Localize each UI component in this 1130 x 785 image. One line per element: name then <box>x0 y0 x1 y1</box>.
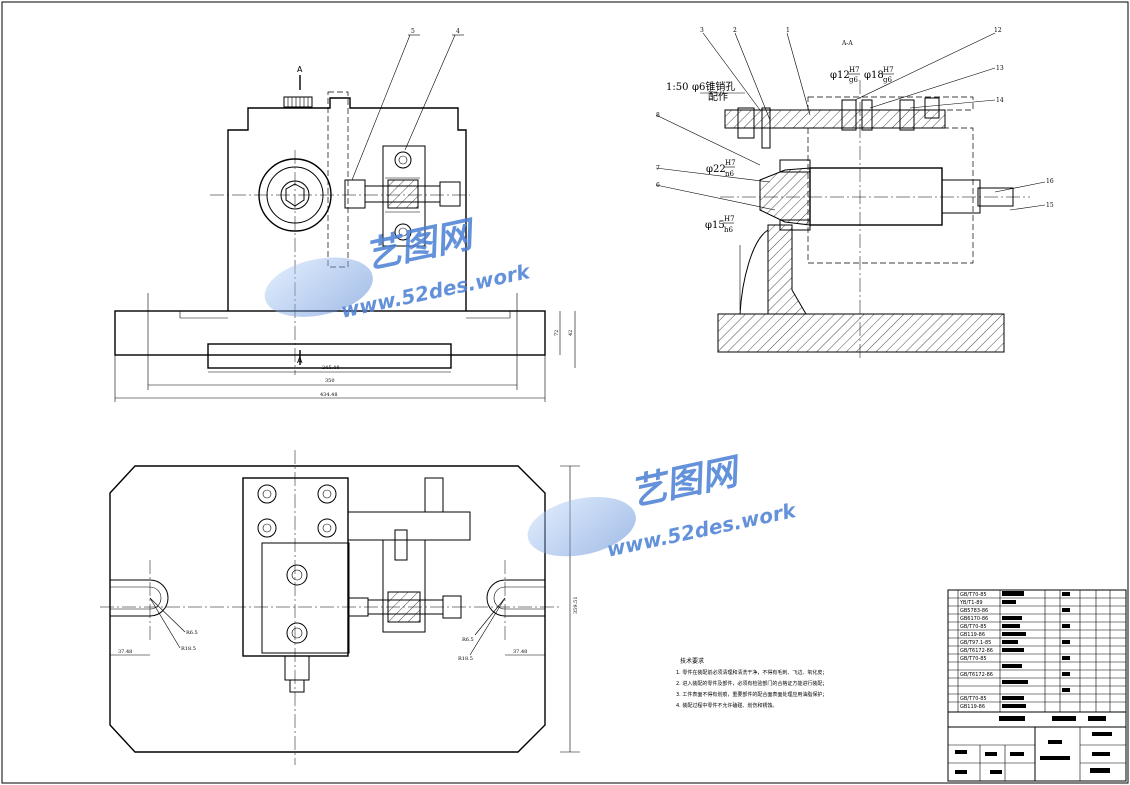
scale-note-2: φ6锥销孔 <box>692 80 735 93</box>
fit-2-bottom: g6 <box>883 76 892 84</box>
balloon-4: 4 <box>456 28 460 35</box>
fit-1-top: H7 <box>849 66 860 74</box>
parts-code-9: GB/T6172-86 <box>960 672 993 678</box>
watermark-logo-icon <box>264 257 373 317</box>
fit-1-dia: φ12 <box>830 70 850 81</box>
watermark-brand: 艺图网 <box>627 451 746 515</box>
balloon-12: 12 <box>994 27 1002 34</box>
fit-3-dia: φ22 <box>706 164 726 175</box>
tech-note-3: 3. 工件表面不得有划痕，重要部件的配合面表面处理应用油脂保护； <box>676 691 827 698</box>
fit-4-bottom: h6 <box>724 226 734 234</box>
dim-slot-r1-right: R6.5 <box>462 637 474 643</box>
parts-code-5: GB119-86 <box>960 632 985 638</box>
parts-code-8: GB/T70-85 <box>960 656 987 662</box>
balloon-5: 5 <box>411 28 415 35</box>
section-marker-top: A <box>297 65 303 74</box>
parts-code-2: GB5783-86 <box>960 608 988 614</box>
parts-code-7: GB/T6172-86 <box>960 648 993 654</box>
tech-note-4: 4. 装配过程中零件不允许磕碰、划伤和锈蚀。 <box>676 702 777 709</box>
scale-note-3: 配作 <box>708 91 728 103</box>
tech-notes-title: 技术要求 <box>680 657 704 665</box>
tech-note-2: 2. 进入装配的零件及部件，必须有检验部门的合格证方能进行装配； <box>676 680 827 687</box>
tech-note-1: 1. 零件在装配前必须清理和清洗干净，不得有毛刺、飞边、氧化皮； <box>676 669 827 676</box>
dim-front-width-inner: 245.48 <box>322 365 340 371</box>
fit-4-dia: φ15 <box>705 220 725 231</box>
dim-slot-r1-left: R6.5 <box>186 630 198 636</box>
dim-slot-left: 37.48 <box>118 649 132 655</box>
balloon-13: 13 <box>996 65 1004 72</box>
parts-code-6: GB/T97.1-85 <box>960 640 991 646</box>
title-block <box>947 589 1127 782</box>
dim-slot-r2-left: R18.5 <box>181 646 196 652</box>
plan-view <box>100 450 580 765</box>
fit-4-top: H7 <box>724 215 735 223</box>
watermark-2: 艺图网 www.52des.work <box>527 451 799 562</box>
balloon-8: 8 <box>656 112 660 119</box>
dim-plan-height: 359.51 <box>573 597 579 615</box>
section-marker-bottom: A <box>297 356 303 365</box>
balloon-7: 7 <box>656 165 660 172</box>
fit-3-bottom: n6 <box>725 170 735 178</box>
watermark-brand: 艺图网 <box>361 214 480 278</box>
fit-1-bottom: g6 <box>849 76 858 84</box>
dim-slot-right: 37.48 <box>513 649 527 655</box>
fit-2-dia: φ18 <box>864 70 884 81</box>
parts-code-3: GB6170-86 <box>960 616 988 622</box>
parts-code-4: GB/T70-85 <box>960 624 987 630</box>
dim-slot-r2-right: R18.5 <box>458 656 473 662</box>
balloon-15: 15 <box>1046 202 1054 209</box>
balloon-6: 6 <box>656 182 660 189</box>
dim-front-width-mid: 350 <box>325 378 335 384</box>
dim-front-height-2: 42 <box>568 330 574 336</box>
section-title: A-A <box>841 40 853 47</box>
balloon-2: 2 <box>733 27 737 34</box>
balloon-1: 1 <box>786 27 790 34</box>
parts-code-10: GB/T70-85 <box>960 696 987 702</box>
watermark-1: 艺图网 www.52des.work <box>264 214 534 323</box>
fit-2-top: H7 <box>883 66 894 74</box>
parts-code-12: YB/T1-89 <box>959 600 983 606</box>
balloon-16: 16 <box>1046 178 1054 185</box>
balloon-14: 14 <box>996 97 1004 104</box>
parts-code-1: GB/T70-85 <box>960 592 987 598</box>
watermark-logo-icon <box>527 496 636 557</box>
parts-code-11: GB119-86 <box>960 704 985 710</box>
dim-front-height-1: 72 <box>554 330 560 336</box>
balloon-3: 3 <box>700 27 704 34</box>
section-view-aa <box>655 32 1046 360</box>
front-view <box>114 34 576 402</box>
dim-front-width-overall: 434.48 <box>320 392 338 398</box>
scale-note-1: 1:50 <box>666 82 688 93</box>
fit-3-top: H7 <box>725 159 736 167</box>
